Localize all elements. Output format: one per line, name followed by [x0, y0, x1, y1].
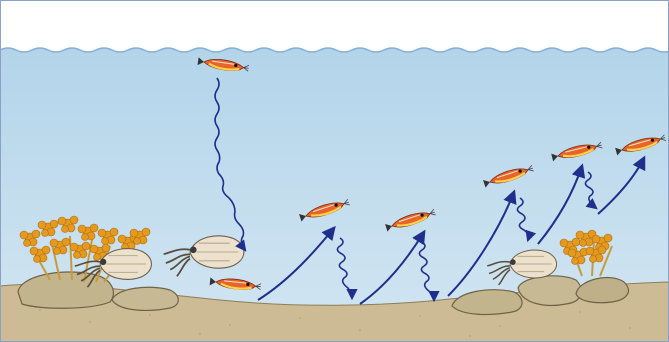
lure-action-diagram [0, 0, 669, 342]
diagram-canvas [0, 0, 669, 342]
